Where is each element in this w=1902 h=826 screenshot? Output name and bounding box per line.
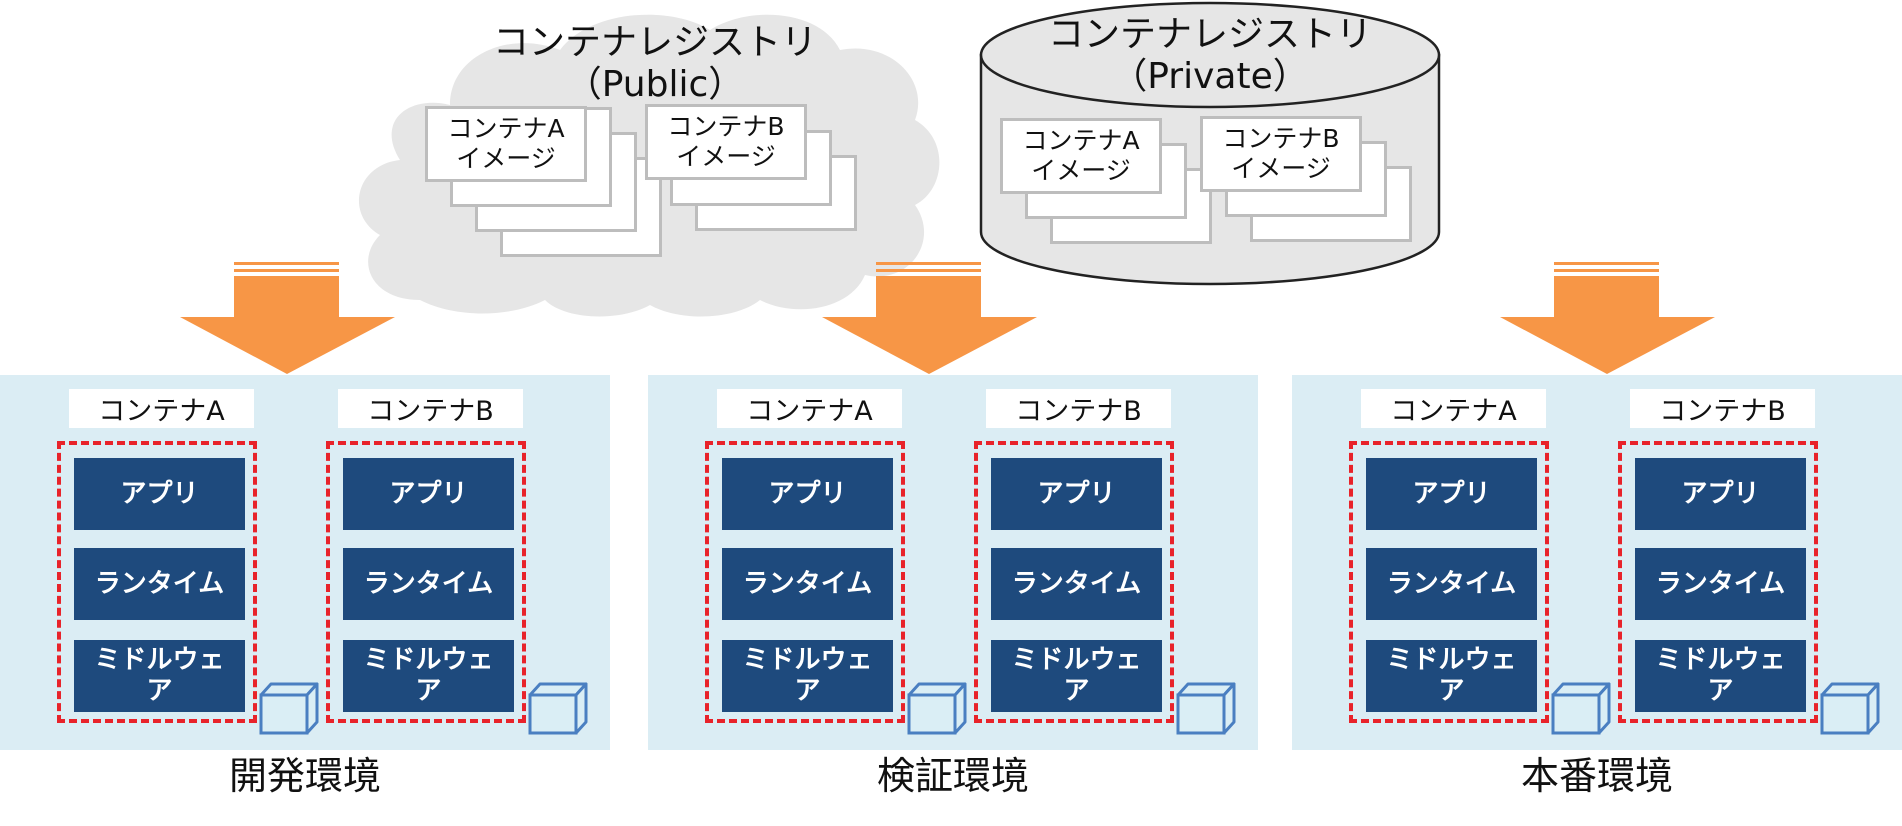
public-image-b: コンテナB イメージ: [645, 104, 807, 180]
down-arrow-icon: [1500, 262, 1715, 374]
cube-icon: [907, 682, 967, 735]
container-layer: ランタイム: [991, 548, 1162, 620]
cube-icon: [1820, 682, 1880, 735]
environment-label: 開発環境: [228, 754, 381, 798]
image-label: イメージ: [676, 142, 776, 171]
environment-label: 検証環境: [876, 754, 1029, 798]
cube-icon: [528, 682, 588, 735]
image-label: イメージ: [1031, 156, 1131, 185]
container-layer: ランタイム: [74, 548, 245, 620]
container-name-label: コンテナA: [1361, 389, 1546, 428]
public-registry-title-2: （Public）: [565, 64, 745, 105]
container-layer: ランタイム: [1366, 548, 1537, 620]
image-label: イメージ: [1231, 154, 1331, 183]
container-layer: ミドルウェ ア: [991, 640, 1162, 712]
container-layer: ミドルウェ ア: [1366, 640, 1537, 712]
container-layer: ミドルウェ ア: [722, 640, 893, 712]
public-registry-title-1: コンテナレジストリ: [492, 22, 817, 63]
container-boundary: [57, 441, 257, 723]
container-boundary: [1349, 441, 1549, 723]
container-layer: ミドルウェ ア: [74, 640, 245, 712]
private-registry-title-2: （Private）: [1111, 56, 1309, 97]
cube-icon: [259, 682, 319, 735]
container-layer: ランタイム: [722, 548, 893, 620]
container-name-label: コンテナA: [717, 389, 902, 428]
public-image-a: コンテナA イメージ: [425, 106, 587, 182]
container-name-label: コンテナA: [69, 389, 254, 428]
container-layer: アプリ: [343, 458, 514, 530]
container-layer: アプリ: [74, 458, 245, 530]
image-label: イメージ: [456, 144, 556, 173]
container-name-label: コンテナB: [986, 389, 1171, 428]
private-image-b: コンテナB イメージ: [1200, 116, 1362, 192]
private-image-a: コンテナA イメージ: [1000, 118, 1162, 194]
private-registry-title-1: コンテナレジストリ: [1047, 14, 1372, 55]
container-layer: ランタイム: [343, 548, 514, 620]
image-label: コンテナB: [1222, 124, 1340, 153]
environment-label: 本番環境: [1520, 754, 1673, 798]
container-layer: アプリ: [1366, 458, 1537, 530]
cylinder-top: [979, 1, 1441, 109]
down-arrow-icon: [822, 262, 1037, 374]
container-layer: アプリ: [722, 458, 893, 530]
container-boundary: [326, 441, 526, 723]
container-boundary: [705, 441, 905, 723]
container-boundary: [1618, 441, 1818, 723]
down-arrow-icon: [180, 262, 395, 374]
cube-icon: [1176, 682, 1236, 735]
image-label: コンテナA: [1022, 126, 1140, 155]
container-name-label: コンテナB: [1630, 389, 1815, 428]
cube-icon: [1551, 682, 1611, 735]
container-layer: ランタイム: [1635, 548, 1806, 620]
container-layer: アプリ: [1635, 458, 1806, 530]
image-label: コンテナB: [667, 112, 785, 141]
image-label: コンテナA: [447, 114, 565, 143]
container-boundary: [974, 441, 1174, 723]
container-layer: アプリ: [991, 458, 1162, 530]
container-name-label: コンテナB: [338, 389, 523, 428]
container-layer: ミドルウェ ア: [1635, 640, 1806, 712]
container-layer: ミドルウェ ア: [343, 640, 514, 712]
